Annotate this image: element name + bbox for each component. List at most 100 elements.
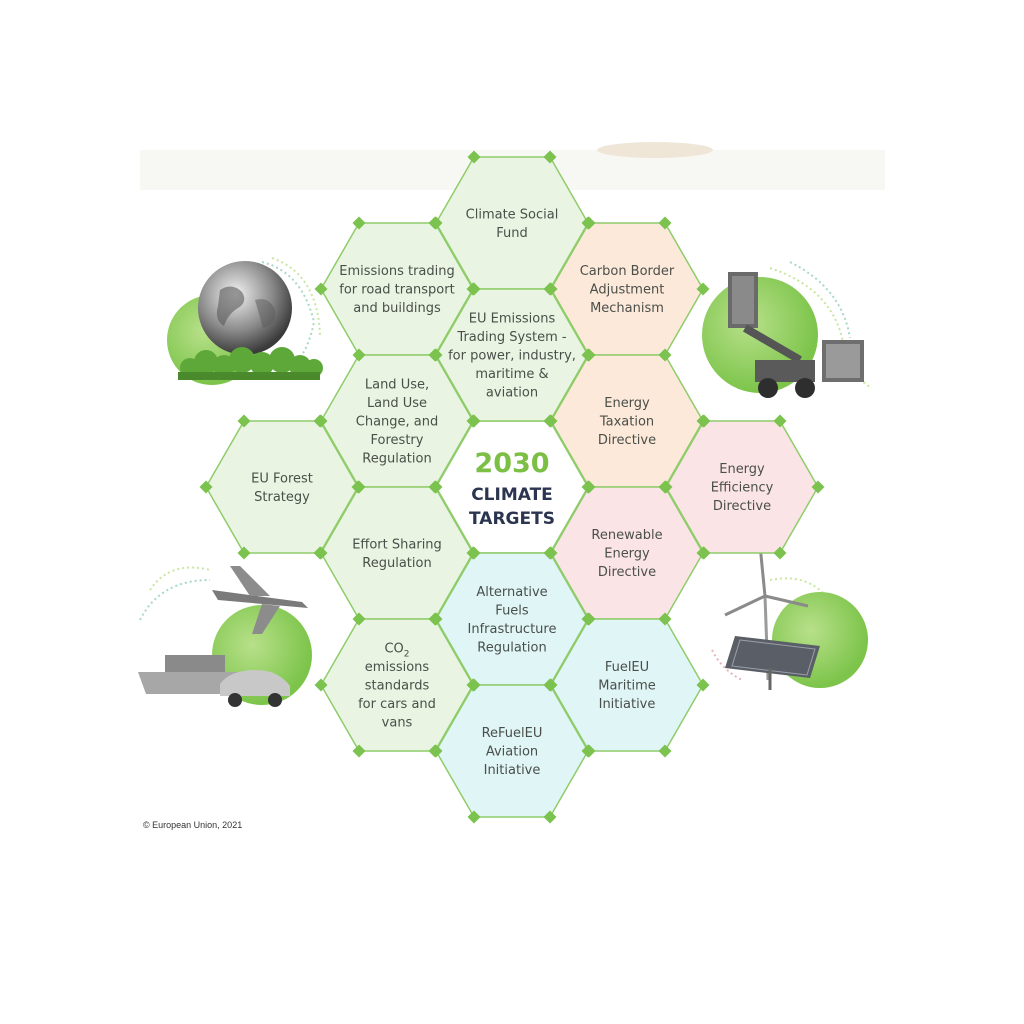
hex-label-line: maritime & — [475, 367, 548, 382]
hex-label-line: Land Use — [367, 396, 427, 411]
hex-vertex-node — [582, 480, 596, 494]
top-beige-arc — [597, 142, 713, 158]
hex-label-line: ReFuelEU — [482, 726, 543, 741]
hex-label-line: for power, industry, — [448, 349, 576, 364]
hex-label-line: Directive — [713, 499, 771, 514]
hex-label-line: Maritime — [598, 679, 656, 694]
hex-label-line: Land Use, — [365, 378, 429, 393]
hex-label-line: EU Forest — [251, 471, 313, 486]
hex-label-line: Trading System - — [456, 330, 566, 345]
hex-vertex-node — [581, 612, 595, 626]
hex-vertex-node — [314, 546, 328, 560]
hex-vertex-node — [237, 546, 251, 560]
hex-label-line: Fuels — [495, 603, 529, 618]
hex-label-line: for cars and — [358, 697, 436, 712]
hex-vertex-node — [314, 678, 328, 692]
plane-ship-car-icon — [138, 566, 312, 707]
hex-vertex-node — [658, 744, 672, 758]
hex-label-line: Emissions trading — [339, 264, 455, 279]
hex-vertex-node — [544, 414, 558, 428]
hex-vertex-node — [352, 744, 366, 758]
hex-vertex-node — [696, 678, 710, 692]
hex-vertex-node — [352, 612, 366, 626]
hex-vertex-node — [428, 480, 442, 494]
hex-vertex-node — [773, 546, 787, 560]
hex-label-line: Energy — [604, 547, 650, 562]
hex-vertex-node — [544, 282, 558, 296]
hex-vertex-node — [428, 216, 442, 230]
hex-vertex-node — [466, 678, 480, 692]
hex-label-line: Mechanism — [590, 301, 664, 316]
hex-vertex-node — [697, 414, 711, 428]
hex-label-line: Forestry — [371, 433, 424, 448]
hex-label-line: Regulation — [362, 556, 431, 571]
hex-vertex-node — [313, 414, 327, 428]
hex-label-line: Alternative — [476, 585, 547, 600]
copyright-text: © European Union, 2021 — [143, 820, 243, 830]
center-line-climate: CLIMATE — [471, 485, 553, 505]
hex-vertex-node — [466, 414, 480, 428]
hex-label-line: Efficiency — [711, 481, 774, 496]
hex-vertex-node — [658, 216, 672, 230]
hex-vertex-node — [658, 348, 672, 362]
hex-vertex-node — [773, 414, 787, 428]
hex-vertex-node — [696, 282, 710, 296]
hex-label-line: Directive — [598, 565, 656, 580]
hex-label-line: FuelEU — [605, 660, 649, 675]
hex-label-line: Regulation — [477, 640, 546, 655]
hex-label-line: Infrastructure — [468, 622, 557, 637]
hex-label-line: emissions — [365, 660, 430, 675]
hex-vertex-node — [581, 744, 595, 758]
hex-label-line: Initiative — [599, 697, 656, 712]
hex-vertex-node — [352, 216, 366, 230]
hex-label-line: EU Emissions — [469, 312, 556, 327]
hex-vertex-node — [466, 282, 480, 296]
hex-label-line: Directive — [598, 433, 656, 448]
hex-vertex-node — [659, 480, 673, 494]
hex-label-line: Carbon Border — [580, 264, 675, 279]
hex-label-line: Climate Social — [466, 207, 559, 222]
hex-vertex-node — [429, 612, 443, 626]
hex-label-line: Change, and — [356, 415, 439, 430]
hex-vertex-node — [811, 480, 825, 494]
hex-vertex-node — [467, 810, 481, 824]
hex-vertex-node — [543, 810, 557, 824]
hex-label-line: Renewable — [591, 528, 662, 543]
hex-vertex-node — [352, 348, 366, 362]
hex-label-line: Strategy — [254, 490, 310, 505]
hex-label-line: Energy — [604, 396, 650, 411]
hex-vertex-node — [582, 216, 596, 230]
hex-vertex-node — [544, 678, 558, 692]
hex-vertex-node — [429, 744, 443, 758]
hex-label-line: Adjustment — [590, 283, 665, 298]
hex-vertex-node — [314, 282, 328, 296]
hex-label-line: and buildings — [353, 301, 441, 316]
hex-label-line: CO2 — [384, 642, 409, 660]
hex-label-line: standards — [365, 679, 430, 694]
hex-vertex-node — [543, 150, 557, 164]
hex-label-line: Fund — [496, 226, 528, 241]
hex-vertex-node — [199, 480, 213, 494]
hex-label-line: Energy — [719, 462, 765, 477]
hex-label-line: Initiative — [484, 763, 541, 778]
hex-vertex-node — [658, 612, 672, 626]
hex-label-line: Effort Sharing — [352, 537, 442, 552]
hex-label-line: Aviation — [486, 745, 538, 760]
hex-label-line: Regulation — [362, 452, 431, 467]
hex-vertex-node — [429, 348, 443, 362]
hex-vertex-node — [467, 150, 481, 164]
hex-vertex-node — [351, 480, 365, 494]
hex-label-line: Taxation — [599, 415, 654, 430]
hex-label-line: vans — [382, 716, 413, 731]
hex-vertex-node — [237, 414, 251, 428]
center-label: 2030 CLIMATE TARGETS — [469, 448, 555, 529]
wind-solar-icon — [711, 544, 868, 690]
